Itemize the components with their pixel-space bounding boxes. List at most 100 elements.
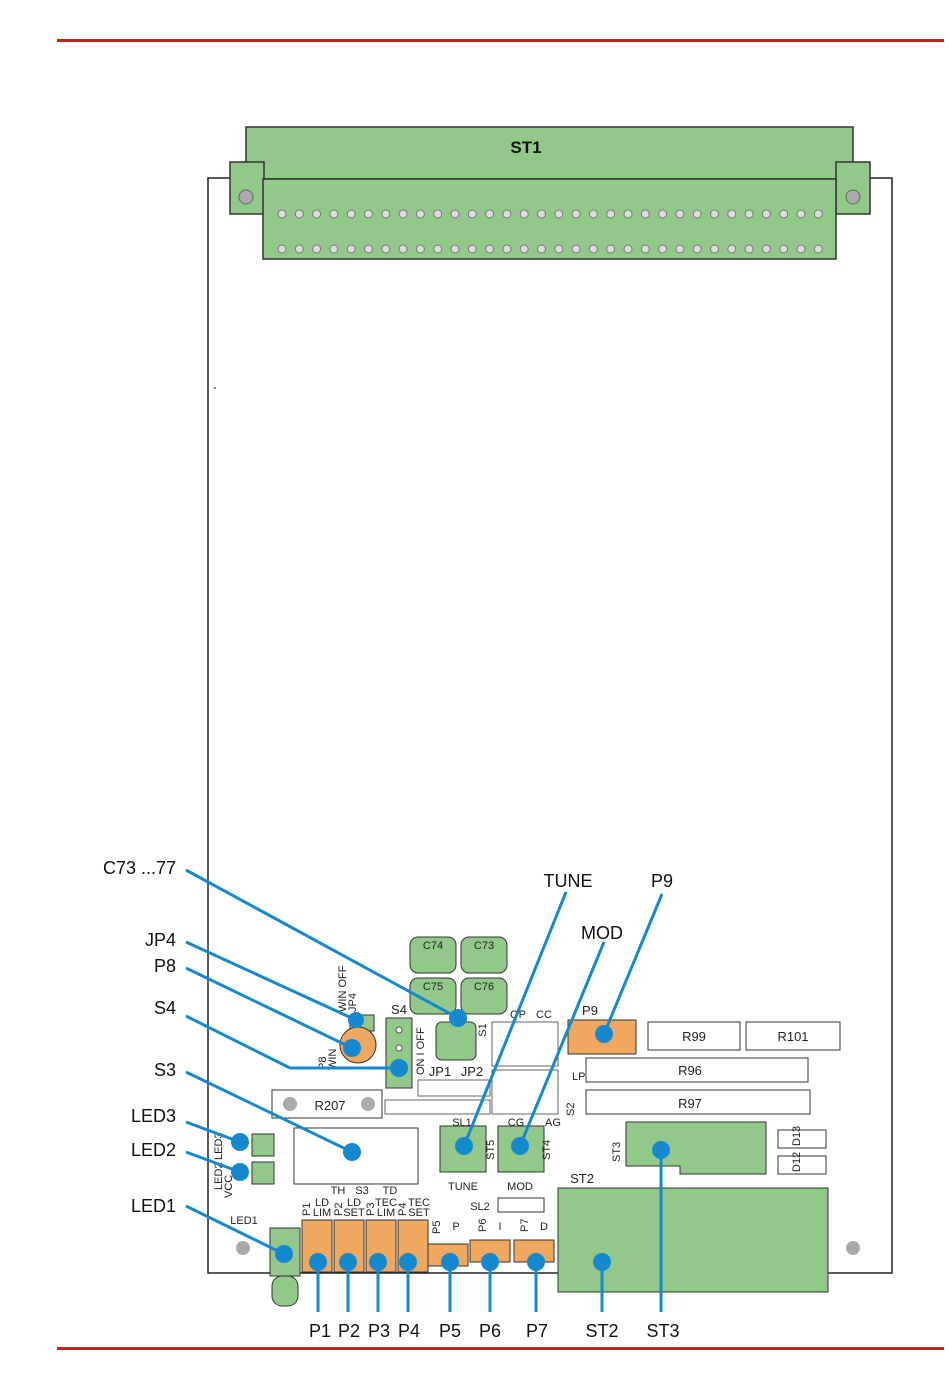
c73-label: C73 bbox=[474, 940, 494, 952]
d13-label: D13 bbox=[791, 1126, 803, 1146]
ag-label: AG bbox=[545, 1117, 561, 1129]
st1-pin bbox=[658, 244, 668, 254]
win-off-label: WIN OFF bbox=[337, 965, 349, 1012]
callout-jp4: JP4 bbox=[145, 930, 176, 950]
r99-label: R99 bbox=[682, 1029, 706, 1044]
st1-pin bbox=[710, 209, 719, 219]
d-silk: D bbox=[540, 1221, 548, 1233]
callout-bottom-st3: ST3 bbox=[646, 1321, 679, 1341]
r96-label: R96 bbox=[678, 1063, 702, 1078]
st1-pin bbox=[710, 244, 719, 254]
st1-pin bbox=[744, 244, 754, 254]
st1-pin bbox=[450, 244, 460, 254]
st1-pin bbox=[692, 209, 702, 219]
bottom-callouts: P1 P2 P3 P4 P5 P6 P7 ST2 ST3 bbox=[309, 1321, 680, 1341]
st1-pin bbox=[467, 244, 477, 254]
st1-pin bbox=[433, 209, 443, 219]
p5-silk: P5 bbox=[431, 1221, 443, 1234]
r101-label: R101 bbox=[777, 1029, 808, 1044]
callout-bottom-p4: P4 bbox=[398, 1321, 420, 1341]
st1-pin bbox=[588, 209, 598, 219]
s3-silk-label: S3 bbox=[355, 1185, 368, 1197]
top-rule bbox=[57, 39, 944, 42]
st1-pin bbox=[312, 209, 322, 219]
st1-pin bbox=[415, 244, 425, 254]
st1-pin bbox=[398, 209, 408, 219]
jp1-label: JP1 bbox=[429, 1064, 451, 1079]
st1-pin bbox=[364, 209, 373, 219]
st1-pin bbox=[623, 244, 633, 254]
set-silk-2: SET bbox=[408, 1207, 430, 1219]
st1-pin bbox=[433, 244, 443, 254]
st1-pin bbox=[779, 209, 789, 219]
st1-pin-rows bbox=[277, 209, 823, 254]
p4-silk: P4 bbox=[397, 1203, 409, 1216]
st1-pin bbox=[381, 209, 391, 219]
on-i-off-label: ON I OFF bbox=[415, 1027, 427, 1075]
st1-pin bbox=[364, 244, 373, 254]
callout-led2: LED2 bbox=[131, 1140, 176, 1160]
st1-pin bbox=[485, 209, 495, 219]
s1-label: S1 bbox=[477, 1023, 489, 1036]
i-silk: I bbox=[498, 1221, 501, 1233]
st1-pin bbox=[623, 209, 633, 219]
jp4-silk-label: JP4 bbox=[347, 993, 359, 1012]
sl1-label: SL1 bbox=[452, 1117, 472, 1129]
set-silk-1: SET bbox=[343, 1207, 365, 1219]
jp2-label: JP2 bbox=[461, 1064, 483, 1079]
cc-label: CC bbox=[536, 1009, 552, 1021]
callout-led3: LED3 bbox=[131, 1106, 176, 1126]
callout-bottom-p7: P7 bbox=[526, 1321, 548, 1341]
st1-pin bbox=[467, 209, 477, 219]
st1-pin bbox=[294, 209, 304, 219]
d12-label: D12 bbox=[791, 1152, 803, 1172]
st1-pin bbox=[606, 244, 616, 254]
st1-pin bbox=[761, 244, 771, 254]
st1-pin bbox=[450, 209, 460, 219]
s2-label: S2 bbox=[565, 1103, 577, 1116]
callout-p8: P8 bbox=[154, 956, 176, 976]
callout-mod: MOD bbox=[581, 923, 623, 943]
st1-pin bbox=[675, 209, 685, 219]
st1-connector: ST1 bbox=[229, 126, 871, 260]
st1-pin bbox=[727, 209, 737, 219]
p-silk: P bbox=[452, 1221, 459, 1233]
callout-bottom-p3: P3 bbox=[368, 1321, 390, 1341]
c76-label: C76 bbox=[474, 981, 494, 993]
st1-pin bbox=[381, 244, 391, 254]
st3-connector: ST3 D13 D12 bbox=[611, 1121, 827, 1175]
p6-silk: P6 bbox=[477, 1219, 489, 1232]
st1-pin bbox=[813, 209, 823, 219]
st1-pin bbox=[588, 244, 598, 254]
led3-silk-label: LED3 bbox=[213, 1132, 225, 1160]
th-label: TH bbox=[331, 1185, 346, 1197]
mod-silk-label: MOD bbox=[507, 1181, 533, 1193]
st1-pin bbox=[329, 209, 339, 219]
vcc-label: VCC bbox=[223, 1175, 235, 1198]
p9-silk-label: P9 bbox=[582, 1003, 598, 1018]
st1-pin bbox=[727, 244, 737, 254]
p7-silk: P7 bbox=[519, 1219, 531, 1232]
lim-silk-1: LIM bbox=[313, 1207, 331, 1219]
led2-silk-label: LED2 bbox=[213, 1162, 225, 1190]
callout-dots bbox=[231, 1009, 670, 1271]
p1-silk: P1 bbox=[301, 1203, 313, 1216]
st1-pin bbox=[329, 244, 339, 254]
st3-silk-label: ST3 bbox=[611, 1142, 623, 1162]
ld-silk-1: LD bbox=[315, 1197, 329, 1209]
st1-pin bbox=[537, 209, 546, 219]
st1-pin bbox=[692, 244, 702, 254]
st1-pin bbox=[571, 209, 581, 219]
st1-label: ST1 bbox=[510, 138, 541, 157]
st5-label: ST5 bbox=[485, 1140, 497, 1160]
callout-bottom-p2: P2 bbox=[338, 1321, 360, 1341]
lim-silk-2: LIM bbox=[377, 1207, 395, 1219]
r97-label: R97 bbox=[678, 1096, 702, 1111]
callout-tune: TUNE bbox=[544, 871, 593, 891]
st1-pin bbox=[415, 209, 425, 219]
st1-pin bbox=[398, 244, 408, 254]
r207-label: R207 bbox=[314, 1098, 345, 1113]
c74-label: C74 bbox=[423, 940, 443, 952]
st1-pin bbox=[519, 244, 529, 254]
